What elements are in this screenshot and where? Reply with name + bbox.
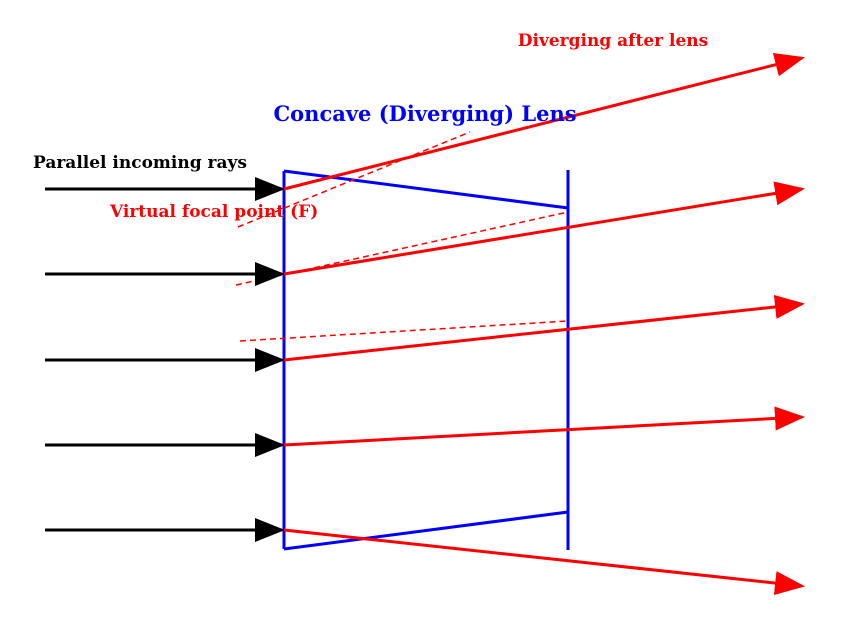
lens bbox=[282, 169, 570, 551]
label-lens-title: Concave (Diverging) Lens bbox=[273, 101, 576, 126]
extension-line-2 bbox=[235, 211, 569, 286]
lens-bottom-edge bbox=[283, 510, 569, 551]
label-parallel-incoming-rays: Parallel incoming rays bbox=[33, 153, 247, 173]
refracted-ray-5 bbox=[283, 528, 805, 596]
refracted-ray-3 bbox=[283, 294, 805, 362]
refracted-ray-4 bbox=[283, 406, 805, 447]
incoming-rays bbox=[45, 177, 285, 542]
refracted-ray-1 bbox=[283, 52, 805, 191]
refracted-rays bbox=[283, 52, 805, 596]
label-virtual-focal-point: Virtual focal point (F) bbox=[109, 202, 318, 222]
lens-top-edge bbox=[283, 169, 569, 210]
extension-line-1 bbox=[237, 131, 471, 228]
label-diverging-after-lens: Diverging after lens bbox=[518, 31, 708, 51]
refracted-ray-2 bbox=[283, 181, 805, 276]
extension-line-3 bbox=[239, 320, 569, 342]
virtual-extensions bbox=[235, 131, 569, 342]
